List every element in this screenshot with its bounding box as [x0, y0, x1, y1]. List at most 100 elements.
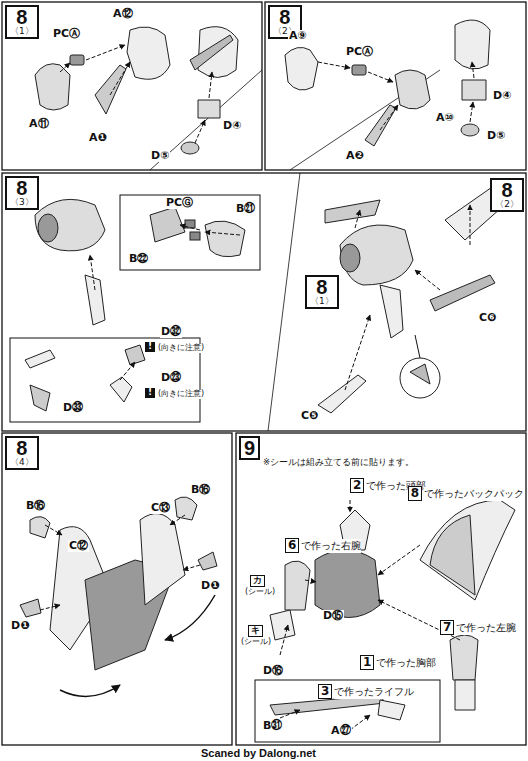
- arrows-step8-1: [86, 45, 125, 60]
- parts-step8-1: [95, 65, 126, 114]
- step-caption: 〈1〉: [310, 297, 334, 307]
- arrows-step8-1: [209, 72, 212, 98]
- small-note: (向きに注意): [157, 344, 205, 353]
- part-label: D⑯: [262, 665, 284, 677]
- parts-step8-3: [110, 377, 132, 402]
- parts-step8-3: [25, 350, 55, 368]
- step-number: 8: [502, 180, 513, 200]
- part-label: D❶: [200, 580, 220, 592]
- step-number: 8: [16, 7, 27, 27]
- panel-frames: [2, 173, 526, 431]
- panel-frames: [150, 70, 262, 170]
- note-text: ※シールは組み立てる前に貼ります。: [262, 458, 415, 467]
- arrows-step8-2: [368, 72, 393, 82]
- reference-callout: 6で作った右腕: [285, 538, 361, 553]
- part-label: A❶: [88, 132, 108, 144]
- small-note: (シール): [240, 638, 272, 647]
- parts-step8-3: [25, 185, 510, 413]
- step-caption: 〈3〉: [10, 198, 34, 208]
- arrows-step8-4-dash: [45, 525, 62, 535]
- parts-step9: [430, 515, 475, 595]
- panel-frames: [120, 195, 260, 270]
- step-number-box: 8〈4〉: [5, 436, 39, 470]
- part-label: B㉒: [128, 253, 149, 265]
- part-label: D④: [492, 90, 512, 102]
- arrows-step8-3: [415, 270, 440, 290]
- parts-step8-1: [198, 100, 220, 118]
- step-number: 9: [244, 438, 255, 458]
- step-caption: 〈1〉: [10, 27, 34, 37]
- parts-step8-1: [127, 27, 170, 79]
- arrows-step8-4-dash: [183, 565, 200, 570]
- arrows-step8-4-dash: [40, 515, 200, 610]
- part-label: C⑫: [68, 540, 89, 552]
- panel-frames: [268, 173, 300, 431]
- parts-step8-2: [395, 70, 430, 109]
- parts-step8-2: [461, 124, 479, 136]
- reference-callout: 3で作ったライフル: [318, 684, 414, 699]
- caution-mark: !: [145, 388, 155, 398]
- part-label: A❷: [345, 150, 365, 162]
- parts-step8-3: [410, 364, 430, 384]
- arrows-step9: [280, 500, 460, 730]
- parts-step8-3: [318, 375, 366, 413]
- arrows-step8-1: [60, 45, 212, 143]
- step-caption: で作った胸部: [376, 656, 436, 670]
- step-number: 3: [318, 684, 332, 699]
- step-number: 2: [350, 478, 364, 493]
- parts-step8-3: [380, 285, 403, 338]
- step-number: 8: [16, 178, 27, 198]
- caution-mark: !: [145, 342, 155, 352]
- arrows-step9: [280, 625, 288, 655]
- step-caption: で作ったライフル: [334, 685, 414, 699]
- part-label: A⑫: [112, 8, 134, 20]
- part-label: B⑯: [190, 484, 211, 496]
- panel-frames: [2, 2, 262, 170]
- parts-step8-2: [462, 80, 486, 100]
- arrows-step8-1: [110, 62, 130, 95]
- parts-step8-3: [400, 358, 440, 398]
- parts-step8-3: [325, 200, 380, 223]
- parts-step8-4: [20, 497, 217, 670]
- parts-step8-1: [190, 35, 233, 70]
- parts-step9: [378, 700, 405, 720]
- arrows-step8-2: [472, 62, 474, 78]
- part-label: C❺: [300, 410, 319, 422]
- arrows-step8-4: [60, 685, 120, 696]
- parts-step8-3: [30, 385, 50, 411]
- arrows-step8-3: [355, 210, 360, 228]
- step-caption: で作った右腕: [301, 539, 361, 553]
- part-label: D㉓: [160, 372, 182, 384]
- part-label: C⑬: [150, 502, 171, 514]
- part-label: A⑨: [288, 30, 308, 42]
- arrows-step8-2: [318, 62, 474, 130]
- part-label: C❻: [478, 312, 497, 324]
- step-number: 6: [285, 538, 299, 553]
- panel-frames: [265, 2, 526, 170]
- arrows-step9: [378, 545, 420, 575]
- arrows-step8-3: [470, 205, 471, 245]
- part-label: D⑤: [150, 150, 170, 162]
- small-note: (向きに注意): [157, 390, 205, 399]
- parts-step8-2: [285, 20, 490, 146]
- arrows-step8-3: [90, 255, 95, 290]
- part-label: PCⒶ: [345, 46, 374, 58]
- reference-callout: 1で作った胸部: [360, 655, 436, 670]
- arrows-step8-4: [165, 595, 215, 640]
- detail-leader: [415, 335, 420, 358]
- parts-step9: [420, 500, 515, 600]
- parts-step8-4: [20, 599, 41, 617]
- parts-step8-3: [85, 275, 105, 325]
- step-caption: で作った左腕: [456, 621, 516, 635]
- step-number: 7: [440, 620, 454, 635]
- part-label: カ: [250, 575, 265, 587]
- parts-step8-3: [190, 232, 200, 240]
- parts-step8-2: [285, 47, 318, 90]
- parts-step8-4: [175, 497, 197, 520]
- reference-callout: 8で作ったバックパック: [408, 486, 524, 501]
- part-label: D⑮: [322, 610, 344, 622]
- panel-frames: [2, 2, 526, 745]
- parts-step8-2: [455, 20, 490, 69]
- arrows-step8-4: [60, 595, 215, 696]
- step-caption: で作ったバックパック: [424, 487, 524, 501]
